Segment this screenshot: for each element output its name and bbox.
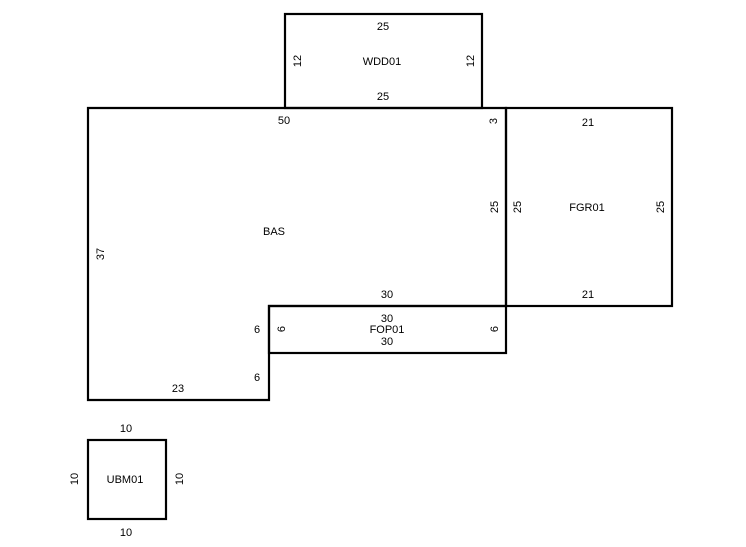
bas-dim-top: 50: [278, 115, 290, 127]
fop01-outline: [267, 304, 508, 355]
ubm01-label: UBM01: [107, 474, 144, 486]
fop01-dim-bottom: 30: [381, 336, 393, 348]
area-ubm01: UBM01 10 10 10 10: [69, 423, 186, 539]
area-bas: BAS 50 3 25 30 6 6 23 37: [86, 106, 508, 402]
ubm01-dim-right: 10: [174, 473, 186, 485]
area-fgr01: FGR01 21 21 25 25: [504, 106, 674, 308]
bas-dim-right: 25: [489, 201, 501, 213]
wdd01-dim-top: 25: [377, 21, 389, 33]
ubm01-dim-top: 10: [120, 423, 132, 435]
fop01-dim-left: 6: [276, 326, 288, 332]
bas-dim-inner-top: 30: [381, 289, 393, 301]
fop01-dim-top: 30: [381, 313, 393, 325]
fgr01-dim-bottom: 21: [582, 289, 594, 301]
bas-dim-bottom: 23: [172, 383, 184, 395]
fgr01-dim-top: 21: [582, 117, 594, 129]
fgr01-dim-left: 25: [512, 201, 524, 213]
wdd01-label: WDD01: [363, 56, 402, 68]
area-wdd01: WDD01 25 25 12 12: [283, 12, 484, 110]
bas-outline: [86, 106, 508, 402]
ubm01-outline: [86, 438, 168, 521]
bas-dim-step: 6: [254, 324, 260, 336]
bas-dim-right-upper: 3: [488, 118, 500, 124]
wdd01-dim-right: 12: [465, 55, 477, 67]
ubm01-dim-left: 10: [69, 473, 81, 485]
fgr01-outline: [504, 106, 674, 308]
area-fop01: FOP01 30 30 6 6: [267, 304, 508, 355]
wdd01-dim-bottom: 25: [377, 91, 389, 103]
fgr01-dim-right: 25: [655, 201, 667, 213]
wdd01-dim-left: 12: [292, 55, 304, 67]
ubm01-dim-bottom: 10: [120, 527, 132, 539]
bas-dim-step-lower: 6: [254, 372, 260, 384]
bas-dim-left: 37: [95, 248, 107, 260]
fop01-dim-right: 6: [489, 326, 501, 332]
fgr01-label: FGR01: [569, 202, 604, 214]
fop01-label: FOP01: [370, 324, 405, 336]
bas-label: BAS: [263, 226, 285, 238]
